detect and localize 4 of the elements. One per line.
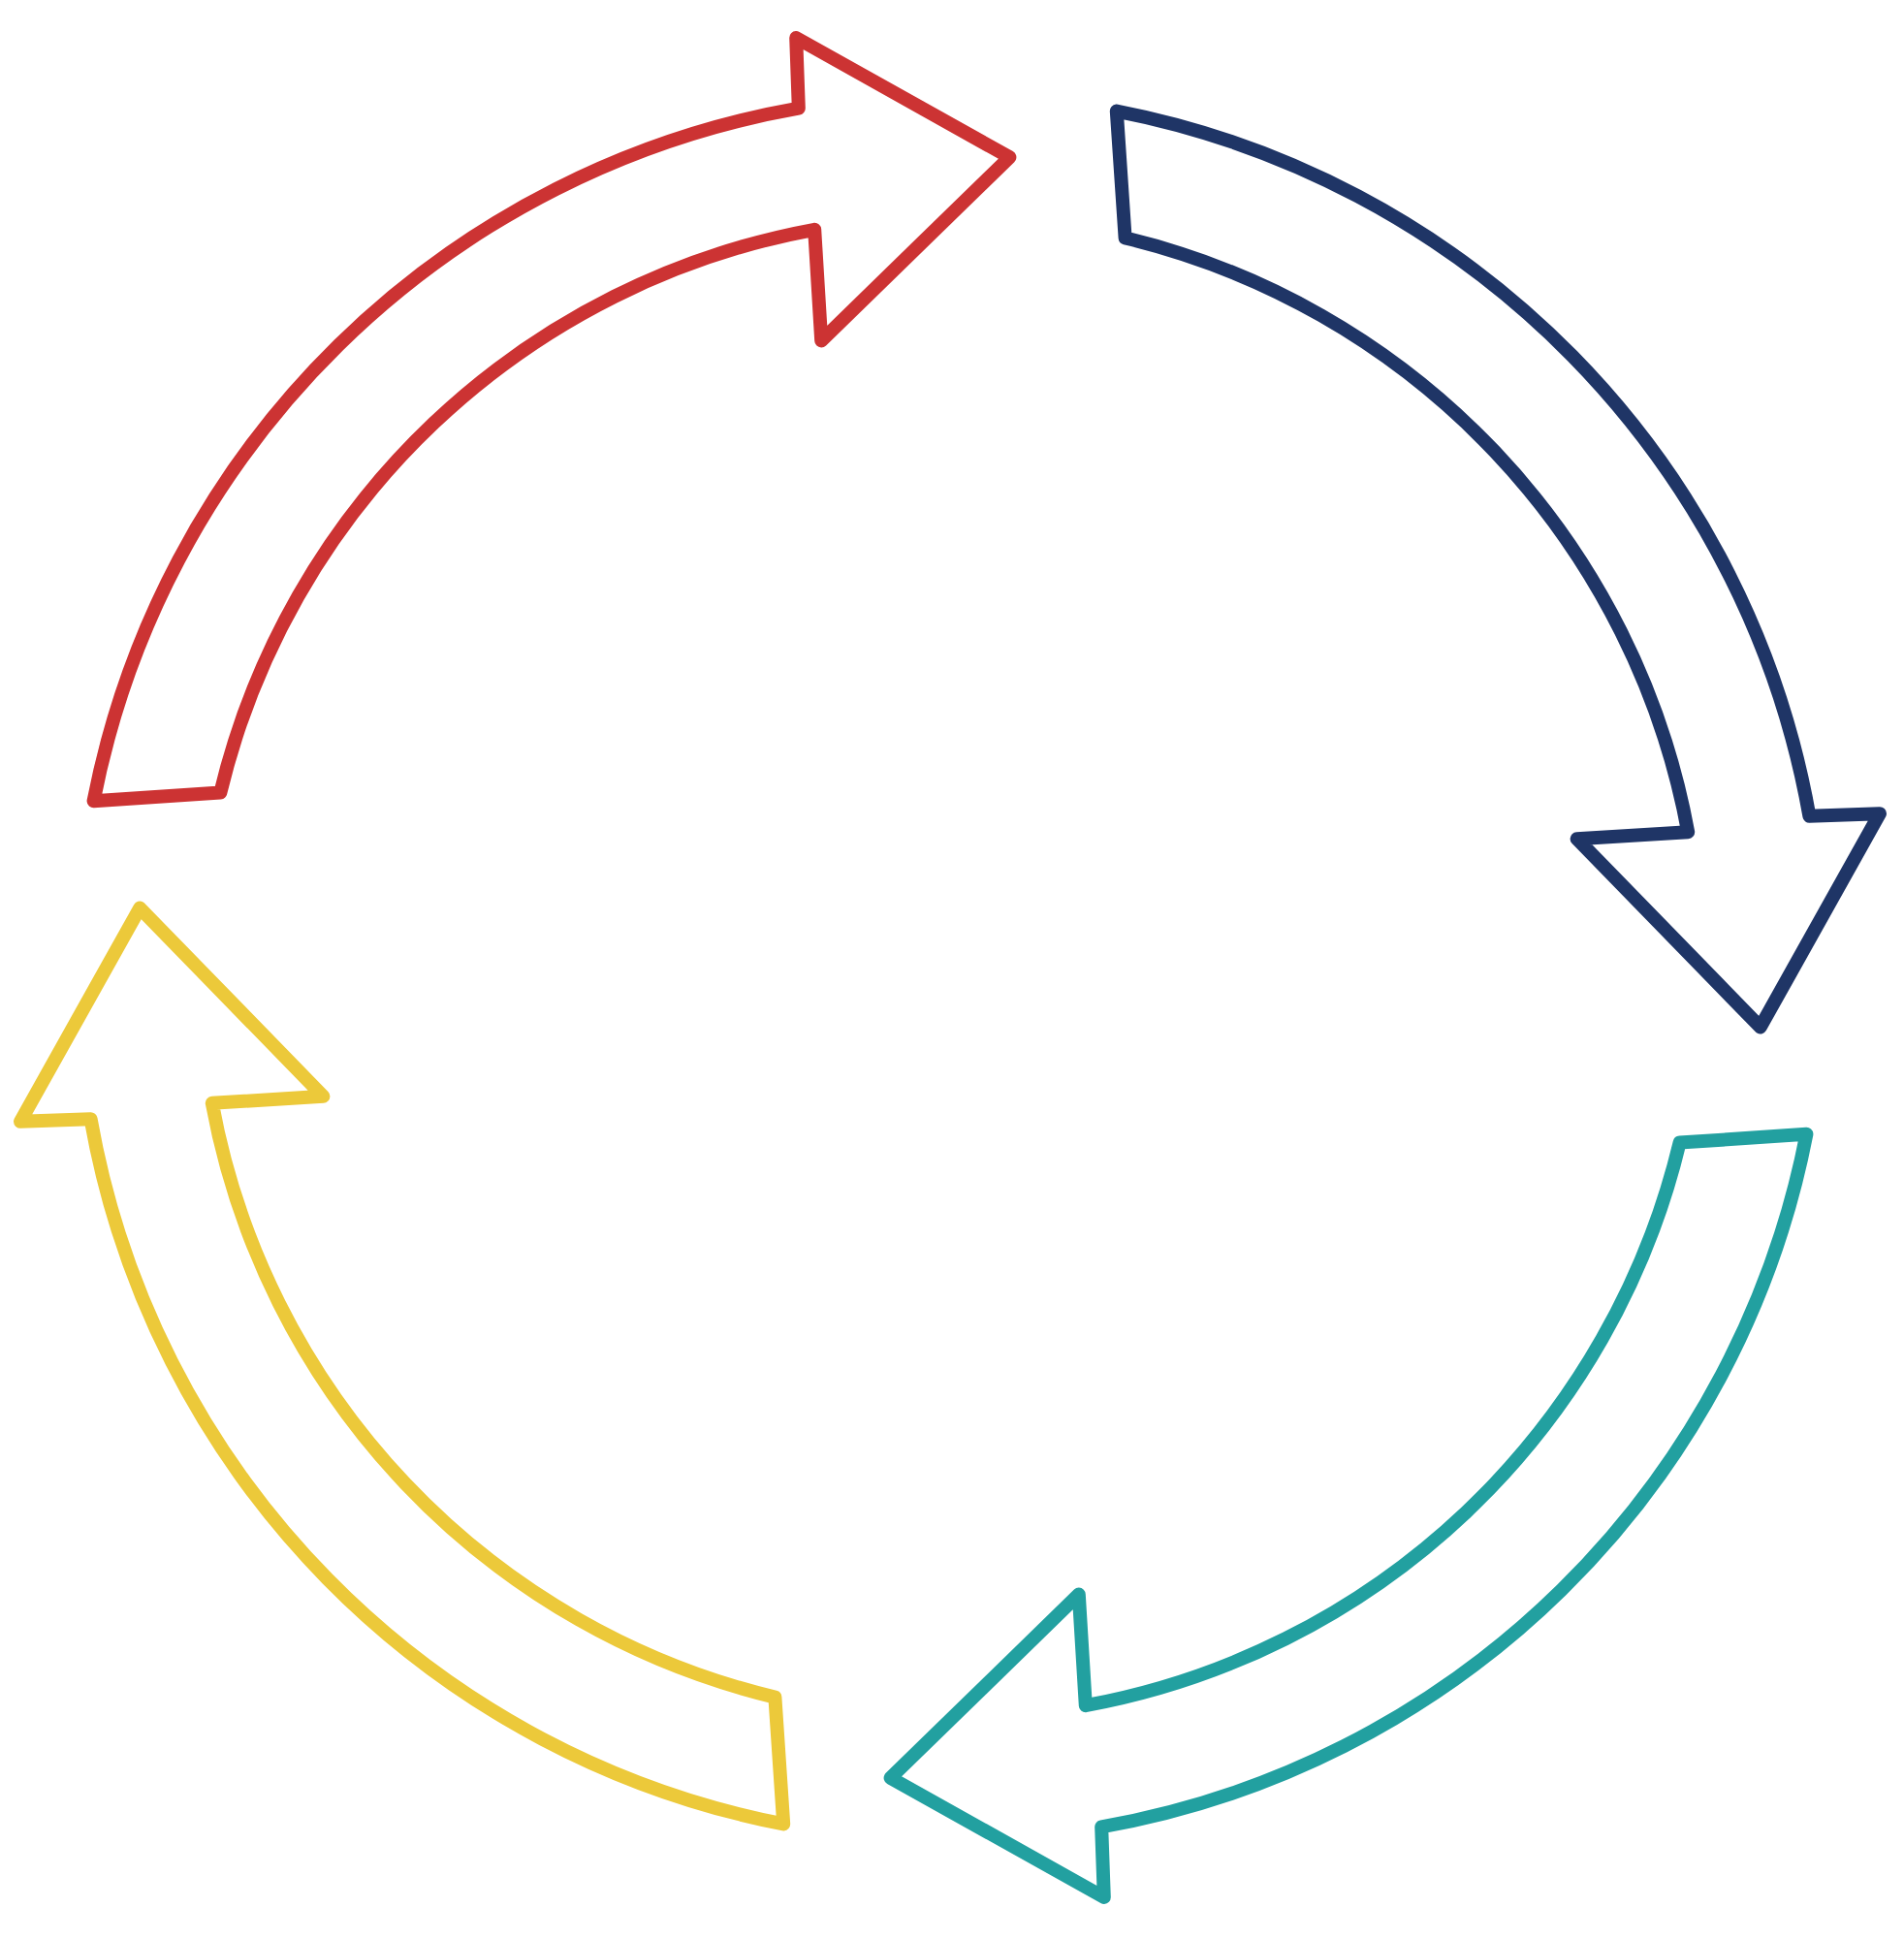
curved-arrow <box>1109 104 1887 1034</box>
curved-arrow <box>14 901 791 1831</box>
curved-arrow <box>86 31 1017 809</box>
curved-arrow <box>883 1127 1814 1904</box>
